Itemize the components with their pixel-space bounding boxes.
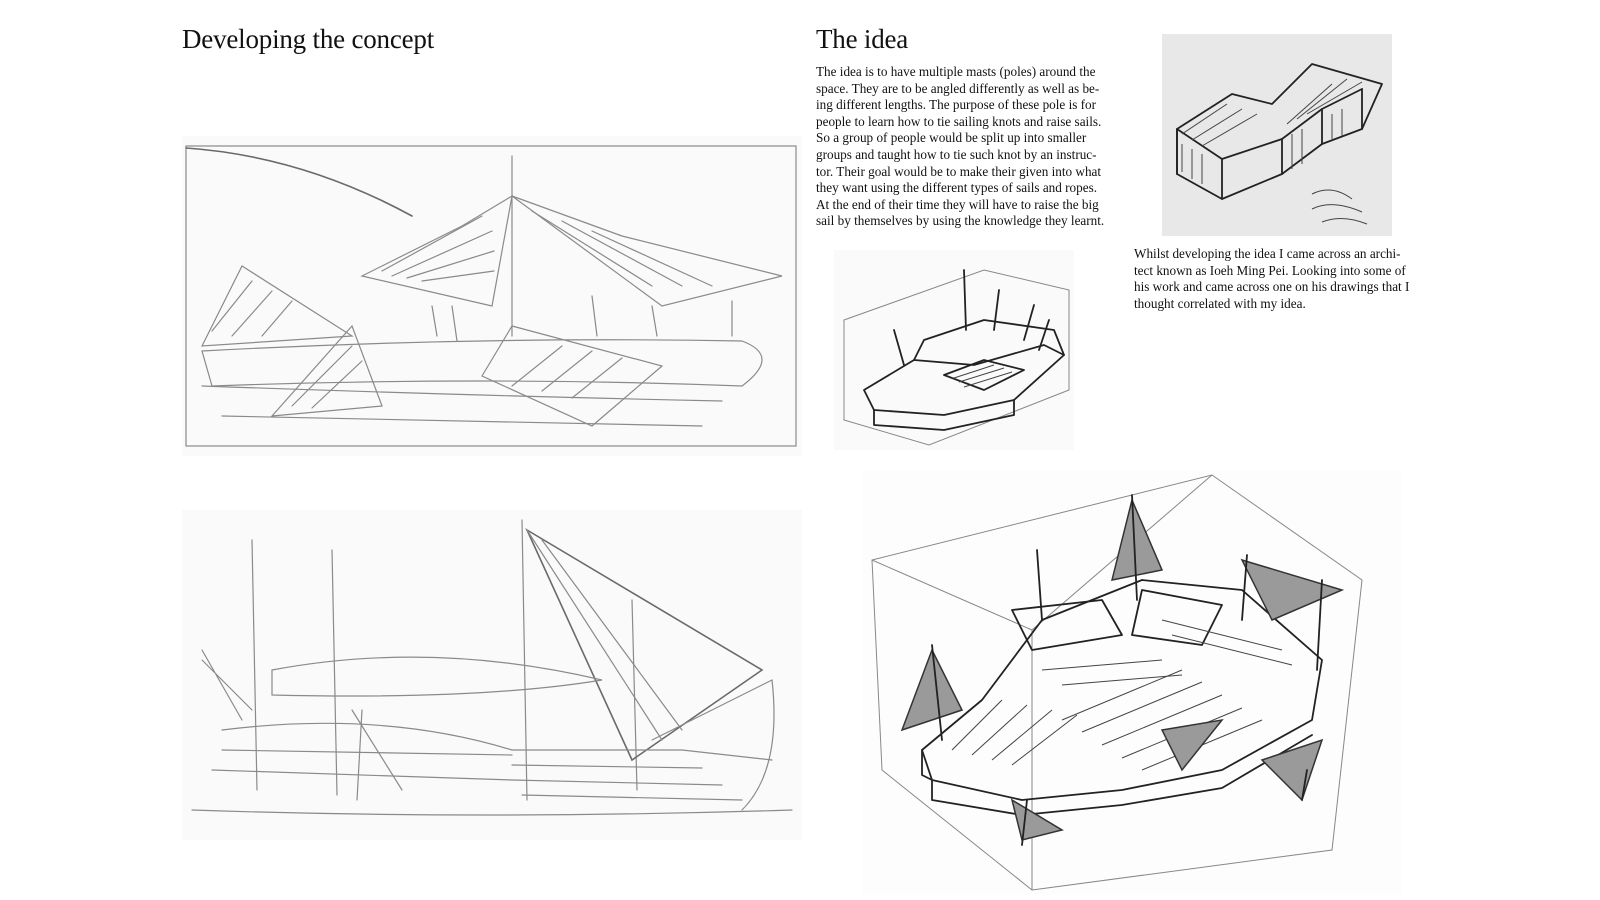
pei-drawing-image (1162, 34, 1392, 236)
idea-line: ing different lengths. The purpose of th… (816, 97, 1097, 113)
idea-line: sail by themselves by using the knowledg… (816, 213, 1105, 229)
pei-paragraph: Whilst developing the idea I came across… (1134, 246, 1444, 312)
idea-line: they want using the different types of s… (816, 180, 1098, 196)
idea-line: So a group of people would be split up i… (816, 130, 1087, 146)
sail-sketch-image-1 (182, 136, 802, 456)
layout-sketch-image (834, 250, 1074, 450)
pei-line: Whilst developing the idea I came across… (1134, 246, 1401, 261)
pei-line: his work and came across one on his draw… (1134, 279, 1410, 295)
pei-line: thought correlated with my idea. (1134, 295, 1306, 311)
page-title-idea: The idea (816, 24, 909, 54)
idea-line: The idea is to have multiple masts (pole… (816, 64, 1096, 79)
idea-line: At the end of their time they will have … (816, 196, 1099, 212)
idea-line: space. They are to be angled differently… (816, 80, 1100, 96)
idea-line: people to learn how to tie sailing knots… (816, 113, 1102, 129)
perspective-sketch-image (862, 470, 1402, 895)
pei-line: tect known as Ioeh Ming Pei. Looking int… (1134, 262, 1406, 278)
idea-paragraph: The idea is to have multiple masts (pole… (816, 64, 1126, 230)
idea-line: groups and taught how to tie such knot b… (816, 146, 1097, 162)
idea-line: tor. Their goal would be to make their g… (816, 163, 1102, 179)
sail-sketch-image-2 (182, 510, 802, 840)
page-title-developing: Developing the concept (182, 24, 435, 54)
